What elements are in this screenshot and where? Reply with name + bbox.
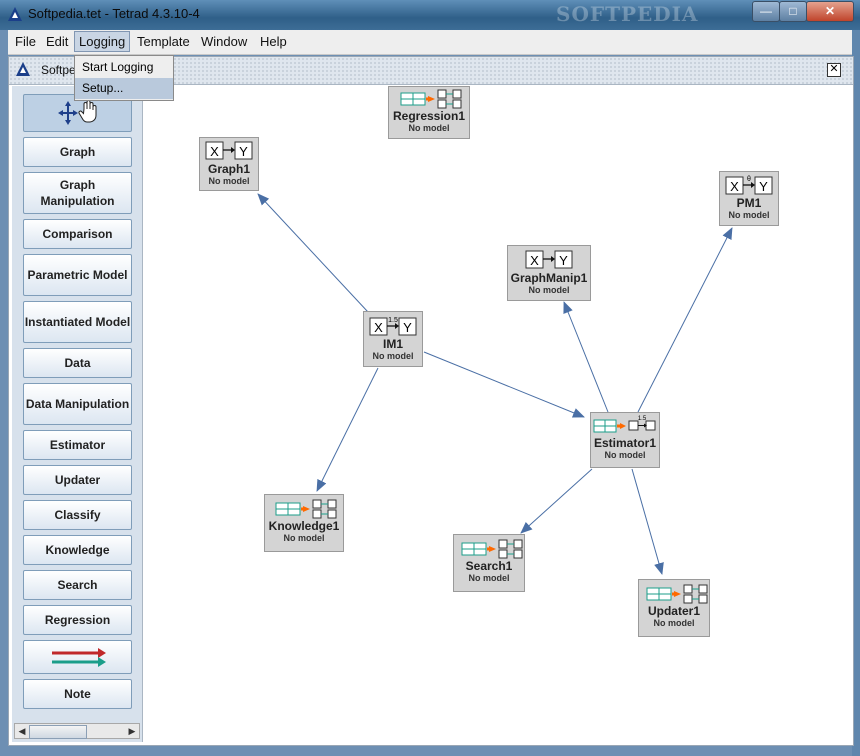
menu-logging[interactable]: Logging [74,31,131,52]
pm-icon: X Y θ [725,176,773,195]
node-knowledge1-status: No model [283,533,325,543]
node-pm1-name: PM1 [736,196,762,210]
palette-horizontal-scrollbar[interactable]: ◀ ▶ [14,723,140,739]
tool-palette: Graph Graph Manipulation Comparison Para… [12,86,143,742]
node-estimator1-status: No model [604,450,646,460]
edge-estimator1-search1 [520,468,593,534]
regression-tool-button[interactable]: Regression [23,605,132,635]
search-tool-button[interactable]: Search [23,570,132,600]
node-search1-name: Search1 [465,559,513,573]
node-pm1[interactable]: X Y θ PM1 No model [719,171,779,226]
menu-window[interactable]: Window [201,34,248,49]
edge-estimator1-graphmanip1 [563,301,609,413]
svg-text:X: X [530,253,539,268]
maximize-button[interactable]: □ [779,1,807,22]
tetrad-frame-icon [16,62,30,76]
softpedia-watermark: SOFTPEDIA [556,2,699,26]
node-search1-status: No model [468,573,510,583]
parametric-model-tool-button[interactable]: Parametric Model [23,254,132,296]
svg-text:1.5: 1.5 [388,317,398,324]
svg-text:1.5: 1.5 [638,416,647,422]
node-graph1[interactable]: X Y Graph1 No model [199,137,259,191]
node-regression1-name: Regression1 [392,109,466,123]
edge-estimator1-pm1 [637,227,733,413]
svg-text:Y: Y [239,144,248,159]
logging-dropdown-menu: Start Logging Setup... [74,55,174,101]
node-im1-status: No model [372,351,414,361]
node-graphmanip1-name: GraphManip1 [510,271,588,285]
flow-connect-tool-button[interactable] [23,640,132,674]
close-window-button[interactable]: ✕ [806,1,854,22]
edge-layer [257,193,733,575]
svg-text:X: X [210,144,219,159]
comparison-tool-button[interactable]: Comparison [23,219,132,249]
node-pm1-status: No model [728,210,770,220]
window-border [852,30,860,756]
svg-text:X: X [374,320,383,335]
classify-tool-button[interactable]: Classify [23,500,132,530]
data-transform-icon [275,499,337,519]
graph-tool-button[interactable]: Graph [23,137,132,167]
setup-menu-item[interactable]: Setup... [75,78,173,99]
move-hand-icon [57,100,96,125]
svg-text:Y: Y [403,320,412,335]
node-updater1-status: No model [653,618,695,628]
node-regression1-status: No model [408,123,450,133]
menu-file[interactable]: File [15,34,36,49]
svg-text:θ: θ [747,176,751,183]
im-icon: X Y 1.5 [369,317,417,336]
flow-arrows-icon [51,648,106,667]
node-search1[interactable]: Search1 No model [453,534,525,592]
regression-icon [400,89,462,109]
edge-estimator1-updater1 [631,468,664,575]
node-im1[interactable]: X Y 1.5 IM1 No model [363,311,423,367]
svg-text:X: X [730,179,739,194]
scroll-thumb[interactable] [29,725,87,739]
note-tool-button[interactable]: Note [23,679,132,709]
data-manipulation-tool-button[interactable]: Data Manipulation [23,383,132,425]
instantiated-model-tool-button[interactable]: Instantiated Model [23,301,132,343]
menu-template[interactable]: Template [137,34,190,49]
window-titlebar[interactable]: Softpedia.tet - Tetrad 4.3.10-4 SOFTPEDI… [0,0,860,30]
node-knowledge1[interactable]: Knowledge1 No model [264,494,344,552]
menu-edit[interactable]: Edit [46,34,69,49]
window-title: Softpedia.tet - Tetrad 4.3.10-4 [28,6,200,21]
scroll-left-icon[interactable]: ◀ [18,726,26,736]
menu-help[interactable]: Help [260,34,287,49]
node-updater1[interactable]: Updater1 No model [638,579,710,637]
knowledge-tool-button[interactable]: Knowledge [23,535,132,565]
node-graphmanip1[interactable]: X Y GraphManip1 No model [507,245,591,301]
node-graphmanip1-status: No model [528,285,570,295]
scroll-right-icon[interactable]: ▶ [128,726,136,736]
graph-icon: X Y [205,141,253,160]
node-regression1[interactable]: Regression1 No model [388,86,470,139]
estimator-tool-button[interactable]: Estimator [23,430,132,460]
minimize-button[interactable]: — [752,1,780,22]
node-graph1-name: Graph1 [207,162,250,176]
node-graph1-status: No model [208,176,250,186]
edge-im1-estimator1 [423,351,585,418]
svg-text:Y: Y [759,179,768,194]
edge-im1-graph1 [257,193,369,313]
estimator-icon: 1.5 [593,416,656,433]
node-updater1-name: Updater1 [647,604,700,618]
tetrad-app-icon [8,7,22,21]
updater-tool-button[interactable]: Updater [23,465,132,495]
workbench-canvas[interactable]: Regression1 No model X Y Graph1 No model… [145,86,849,742]
node-estimator1[interactable]: 1.5 Estimator1 No model [590,412,660,468]
node-im1-name: IM1 [382,337,403,351]
graph-icon: X Y [525,250,573,269]
node-estimator1-name: Estimator1 [593,436,657,450]
data-transform-icon [461,539,523,559]
start-logging-menu-item[interactable]: Start Logging [82,60,154,74]
node-knowledge1-name: Knowledge1 [268,519,340,533]
data-transform-icon [646,584,708,604]
svg-text:Y: Y [559,253,568,268]
edge-im1-knowledge1 [316,367,379,492]
graph-manipulation-tool-button[interactable]: Graph Manipulation [23,172,132,214]
close-session-icon[interactable]: ✕ [827,63,841,77]
menu-bar: File Edit Logging Template Window Help [8,30,852,55]
data-tool-button[interactable]: Data [23,348,132,378]
